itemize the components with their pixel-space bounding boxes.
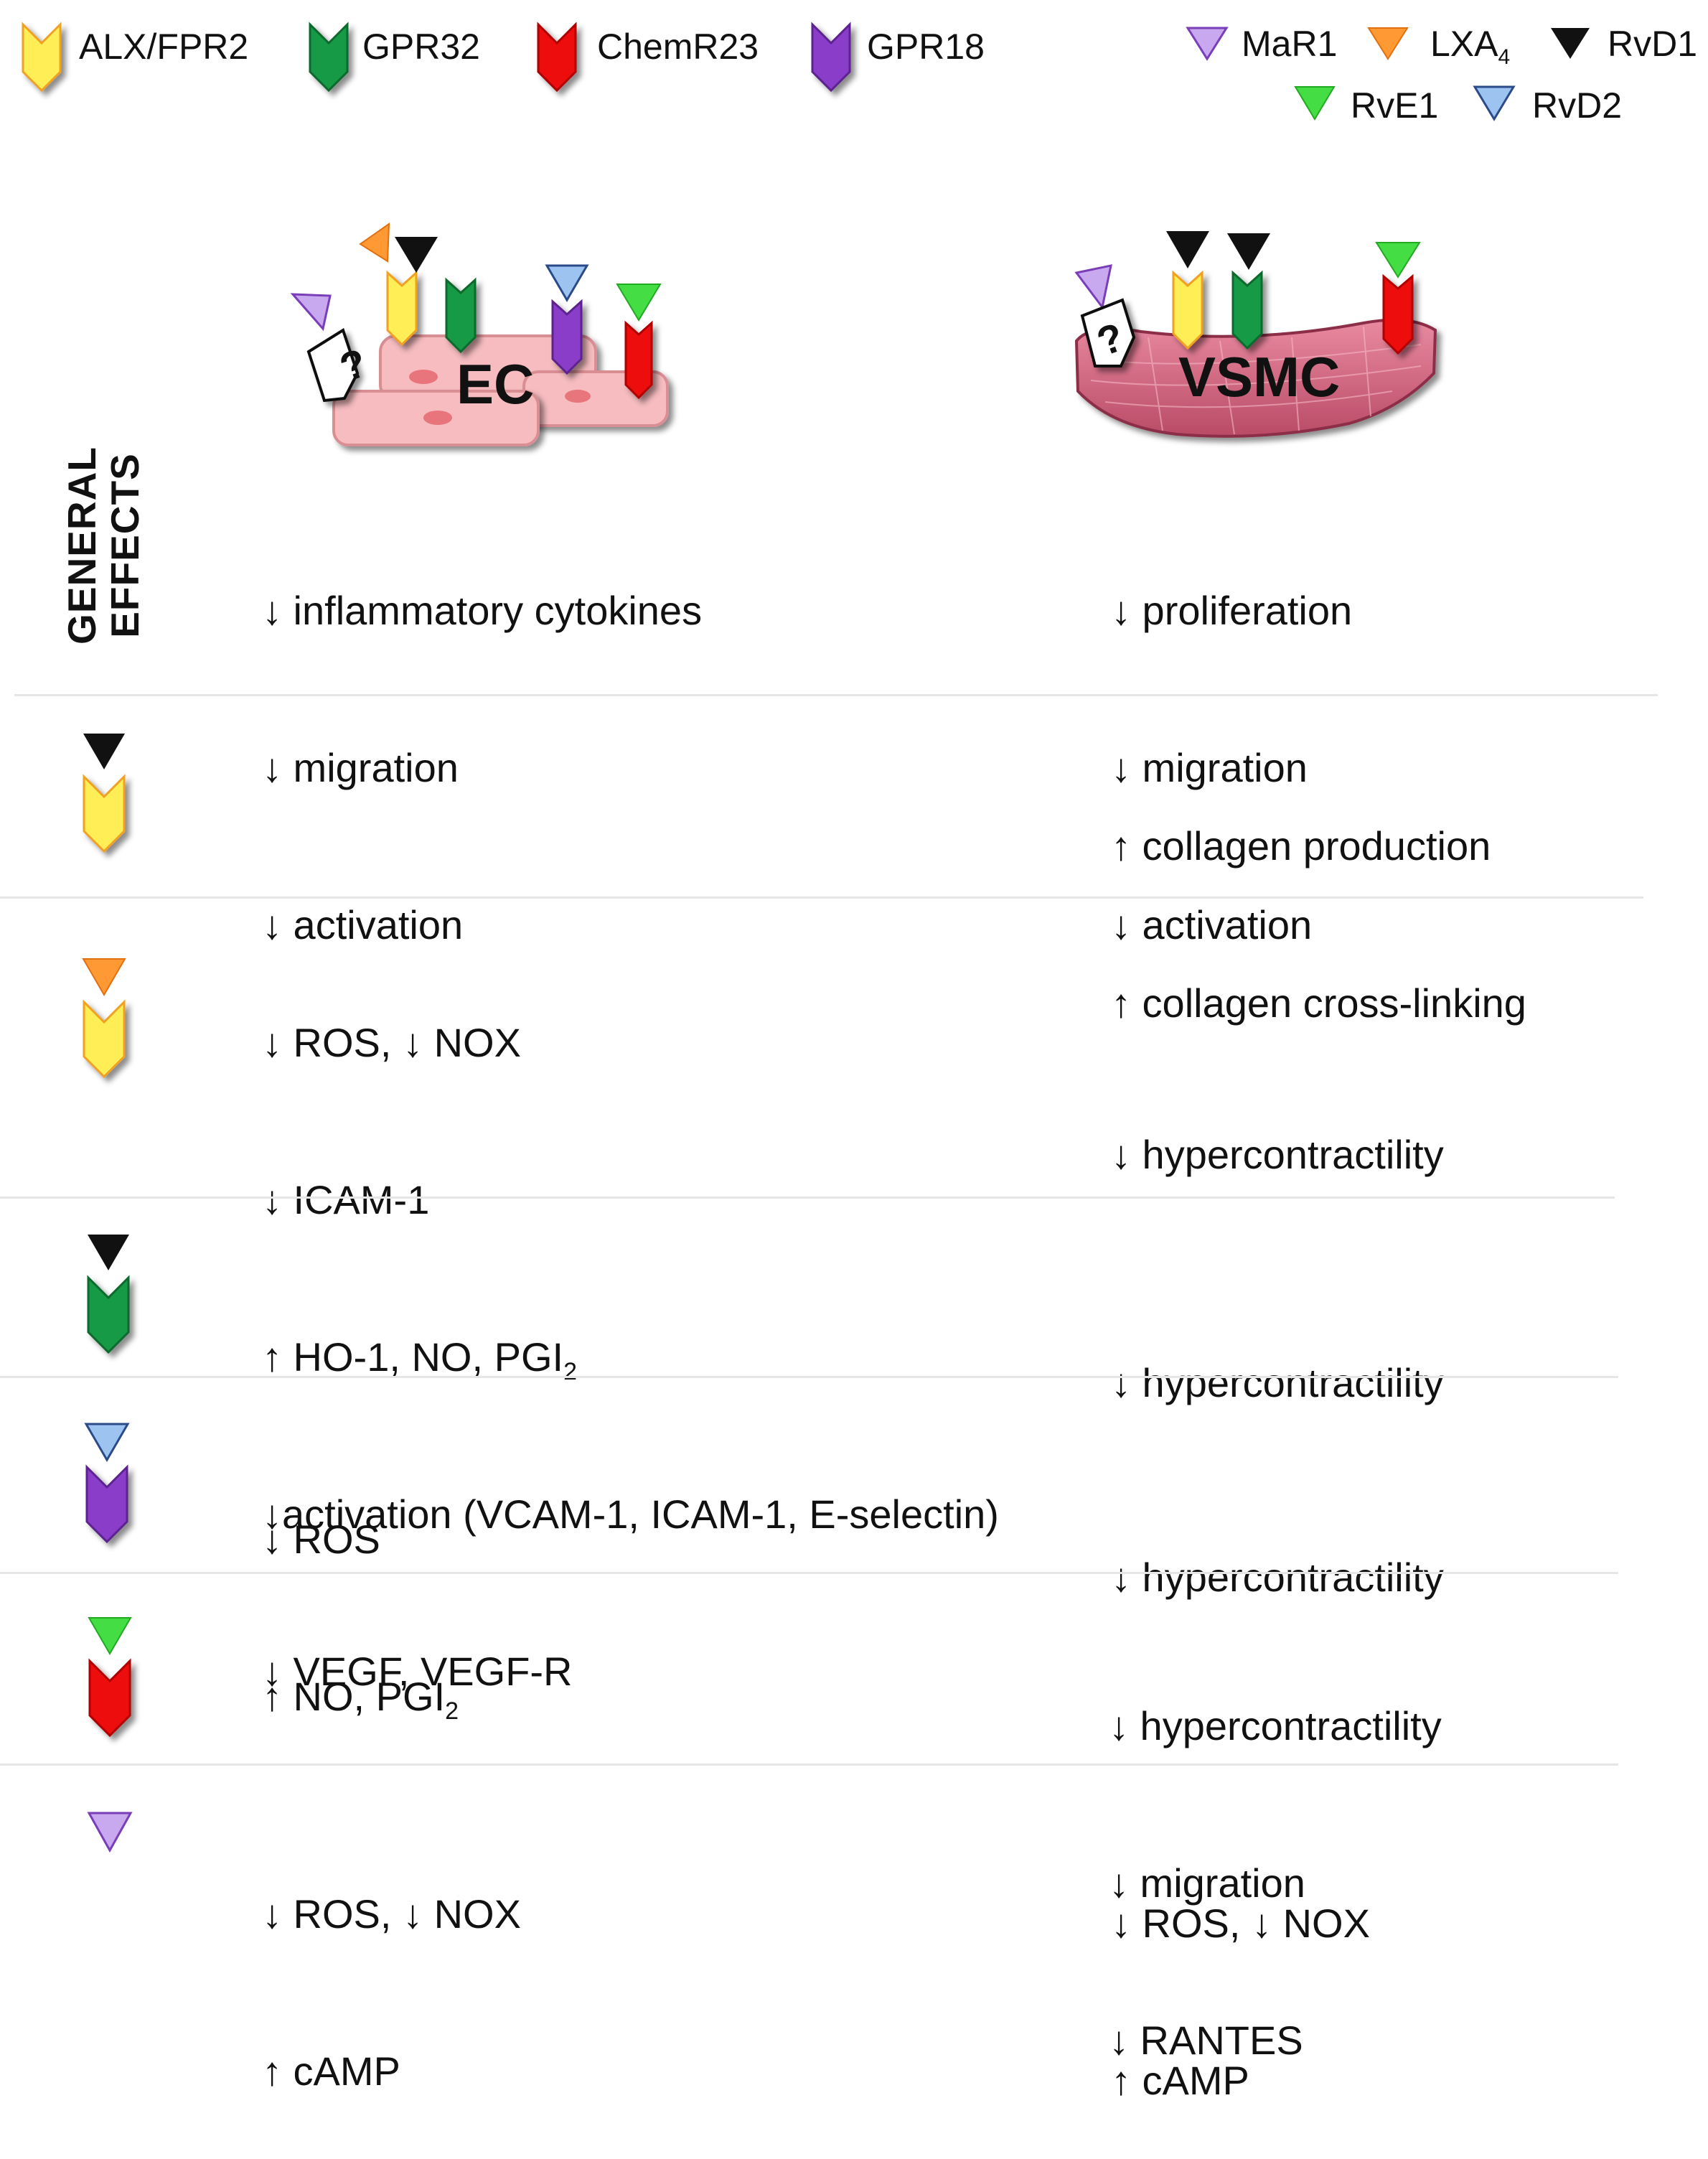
rvd1-gpr32-icon bbox=[87, 1235, 130, 1354]
lxa4-alx-fpr2-icon bbox=[82, 958, 126, 1079]
legend-label-lxa4: LXA4 bbox=[1430, 26, 1510, 68]
effect-line: ↑ NO, PGI2 bbox=[262, 1670, 459, 1725]
lxa4-main: LXA bbox=[1430, 24, 1498, 64]
endothelial-cells-image bbox=[290, 223, 669, 446]
mar1-ligand-icon bbox=[1186, 27, 1229, 61]
mar1-ligand-row-icon bbox=[87, 1812, 133, 1853]
row-rvd1-gpr32-vsmc: ↓ hypercontractility bbox=[1111, 1252, 1444, 1461]
effect-line: ↓ hypercontractility bbox=[1111, 1132, 1444, 1177]
gpr18-receptor-icon bbox=[811, 22, 851, 93]
row-divider bbox=[0, 1764, 1618, 1766]
legend-label-chemr23: ChemR23 bbox=[597, 27, 759, 67]
rvd2-ligand-icon bbox=[1473, 85, 1516, 121]
effect-line: ↓activation (VCAM-1, ICAM-1, E-selectin) bbox=[262, 1491, 999, 1537]
effect-line: ↓ migration bbox=[262, 745, 459, 790]
general-effects-label-line-2: EFFECTS bbox=[103, 453, 147, 638]
ec-cell-label: EC bbox=[456, 352, 535, 416]
lxa4-sub: 4 bbox=[1498, 45, 1511, 69]
row-divider bbox=[0, 1196, 1615, 1199]
row-mar1-ec: ↓ ROS, ↓ NOX ↑ cAMP bbox=[262, 1783, 521, 2150]
effect-line: ↓ migration bbox=[1111, 745, 1308, 790]
effect-line: ↓ ROS bbox=[262, 1517, 380, 1562]
legend-label-gpr18: GPR18 bbox=[867, 27, 985, 67]
effect-line: ↓ activation bbox=[262, 902, 464, 947]
vsmc-cell-label: VSMC bbox=[1178, 345, 1341, 408]
effect-line: ↑ collagen production bbox=[1111, 823, 1491, 868]
legend-label-gpr32: GPR32 bbox=[362, 27, 480, 67]
effect-subscript: 2 bbox=[563, 1358, 577, 1386]
lxa4-ligand-icon bbox=[1367, 27, 1409, 60]
general-effects-label: GENERAL EFFECTS bbox=[60, 423, 147, 668]
effect-line: ↓ VEGF, VEGF-R bbox=[262, 1649, 573, 1694]
row-divider bbox=[0, 1376, 1618, 1378]
legend-label-rvd2: RvD2 bbox=[1532, 85, 1623, 126]
vascular-smooth-muscle-cells-image bbox=[1074, 231, 1437, 438]
effect-line: ↑ cAMP bbox=[1111, 2058, 1249, 2103]
effect-line: ↑ HO-1, NO, PGI2 bbox=[262, 1331, 999, 1386]
legend-label-alx-fpr2: ALX/FPR2 bbox=[79, 27, 249, 67]
effect-line: ↓ activation bbox=[1111, 902, 1313, 947]
row-divider bbox=[14, 694, 1658, 696]
effect-line: ↓ ROS, ↓ NOX bbox=[262, 1891, 521, 1936]
row-rvd2-gpr18-ec: ↓ ROS ↑ NO, PGI2 bbox=[262, 1408, 459, 1775]
row-divider bbox=[0, 896, 1643, 899]
effect-text: ↑ NO, PGI bbox=[262, 1674, 446, 1719]
rve1-chemr23-icon bbox=[88, 1617, 132, 1738]
effect-line: ↓ hypercontractility bbox=[1111, 1360, 1444, 1405]
effect-line: ↓ ICAM-1 bbox=[262, 1177, 430, 1222]
legend-label-rvd1: RvD1 bbox=[1608, 24, 1698, 64]
row-divider bbox=[0, 1572, 1618, 1574]
row-rvd2-gpr18-vsmc: ↓ hypercontractility bbox=[1111, 1446, 1444, 1656]
rve1-ligand-icon bbox=[1294, 86, 1336, 121]
effect-text: ↑ HO-1, NO, PGI bbox=[262, 1334, 564, 1380]
effect-line: ↓ ROS, ↓ NOX bbox=[262, 1020, 521, 1065]
row-lxa4-alx-ec: ↓ ROS, ↓ NOX ↓ ICAM-1 ↑ HO-1, NO, PGI2 ↓… bbox=[262, 912, 999, 1750]
effect-line: ↑ cAMP bbox=[262, 2048, 400, 2094]
gpr32-receptor-icon bbox=[309, 22, 349, 93]
effect-line: ↓ ROS, ↓ NOX bbox=[1111, 1901, 1370, 1946]
general-effects-ec: ↓ inflammatory cytokines ↓ migration ↓ a… bbox=[262, 479, 702, 1003]
chemr23-receptor-icon bbox=[537, 22, 577, 93]
general-effects-vsmc: ↓ proliferation ↓ migration ↓ activation bbox=[1111, 479, 1352, 1003]
alx-fpr2-receptor-icon bbox=[22, 22, 62, 93]
row-rvd1-alx-vsmc: ↑ collagen production ↑ collagen cross-l… bbox=[1111, 715, 1526, 1233]
effect-line: ↑ collagen cross-linking bbox=[1111, 980, 1526, 1026]
effect-line: ↓ inflammatory cytokines bbox=[262, 588, 703, 633]
effect-line: ↓ proliferation bbox=[1111, 588, 1353, 633]
effect-line: ↓ hypercontractility bbox=[1109, 1703, 1442, 1748]
effect-line: ↓ hypercontractility bbox=[1111, 1555, 1444, 1600]
rvd2-gpr18-icon bbox=[84, 1423, 130, 1544]
general-effects-label-line-1: GENERAL bbox=[60, 446, 104, 645]
legend-label-rve1: RvE1 bbox=[1351, 85, 1439, 126]
effect-subscript: 2 bbox=[445, 1697, 459, 1725]
legend-label-mar1: MaR1 bbox=[1242, 24, 1338, 64]
row-mar1-vsmc: ↓ ROS, ↓ NOX ↑ cAMP bbox=[1111, 1792, 1370, 2159]
rvd1-alx-fpr2-icon bbox=[83, 734, 126, 853]
rvd1-ligand-icon bbox=[1551, 28, 1590, 59]
